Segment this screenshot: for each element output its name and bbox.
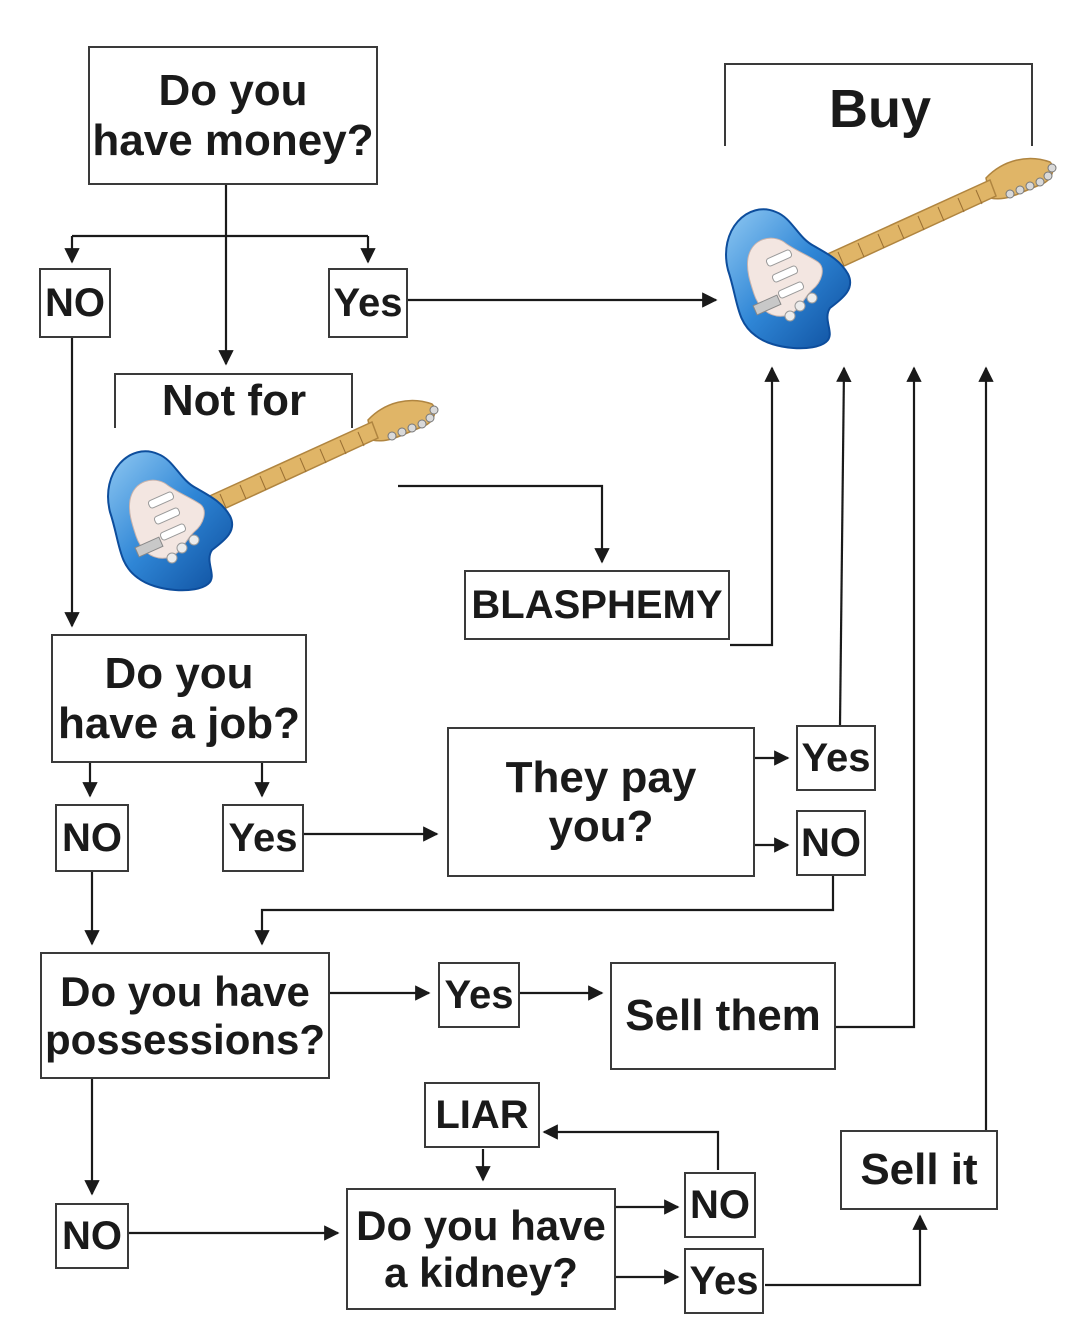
- possessions-question-box: Do you have possessions?: [40, 952, 330, 1079]
- pay-no-box: NO: [796, 810, 866, 876]
- pay-yes-box: Yes: [796, 725, 876, 791]
- buy-label: Buy: [828, 79, 931, 139]
- blasphemy-box: BLASPHEMY: [464, 570, 730, 640]
- job-no-box: NO: [55, 804, 129, 872]
- job-yes-box: Yes: [222, 804, 304, 872]
- not-for-label: Not for: [161, 376, 307, 425]
- job-question-box: Do you have a job?: [51, 634, 307, 763]
- money-question-box: Do you have money?: [88, 46, 378, 185]
- possessions-yes-box: Yes: [438, 962, 520, 1028]
- kidney-yes-box: Yes: [684, 1248, 764, 1314]
- sell-it-box: Sell it: [840, 1130, 998, 1210]
- money-yes-box: Yes: [328, 268, 408, 338]
- liar-box: LIAR: [424, 1082, 540, 1148]
- kidney-question-box: Do you have a kidney?: [346, 1188, 616, 1310]
- guitar-image-buy: [725, 157, 1057, 350]
- guitar-image-not-for: [107, 399, 440, 592]
- sell-them-box: Sell them: [610, 962, 836, 1070]
- money-no-box: NO: [39, 268, 111, 338]
- pay-question-box: They pay you?: [447, 727, 755, 877]
- possessions-no-box: NO: [55, 1203, 129, 1269]
- kidney-no-box: NO: [684, 1172, 756, 1238]
